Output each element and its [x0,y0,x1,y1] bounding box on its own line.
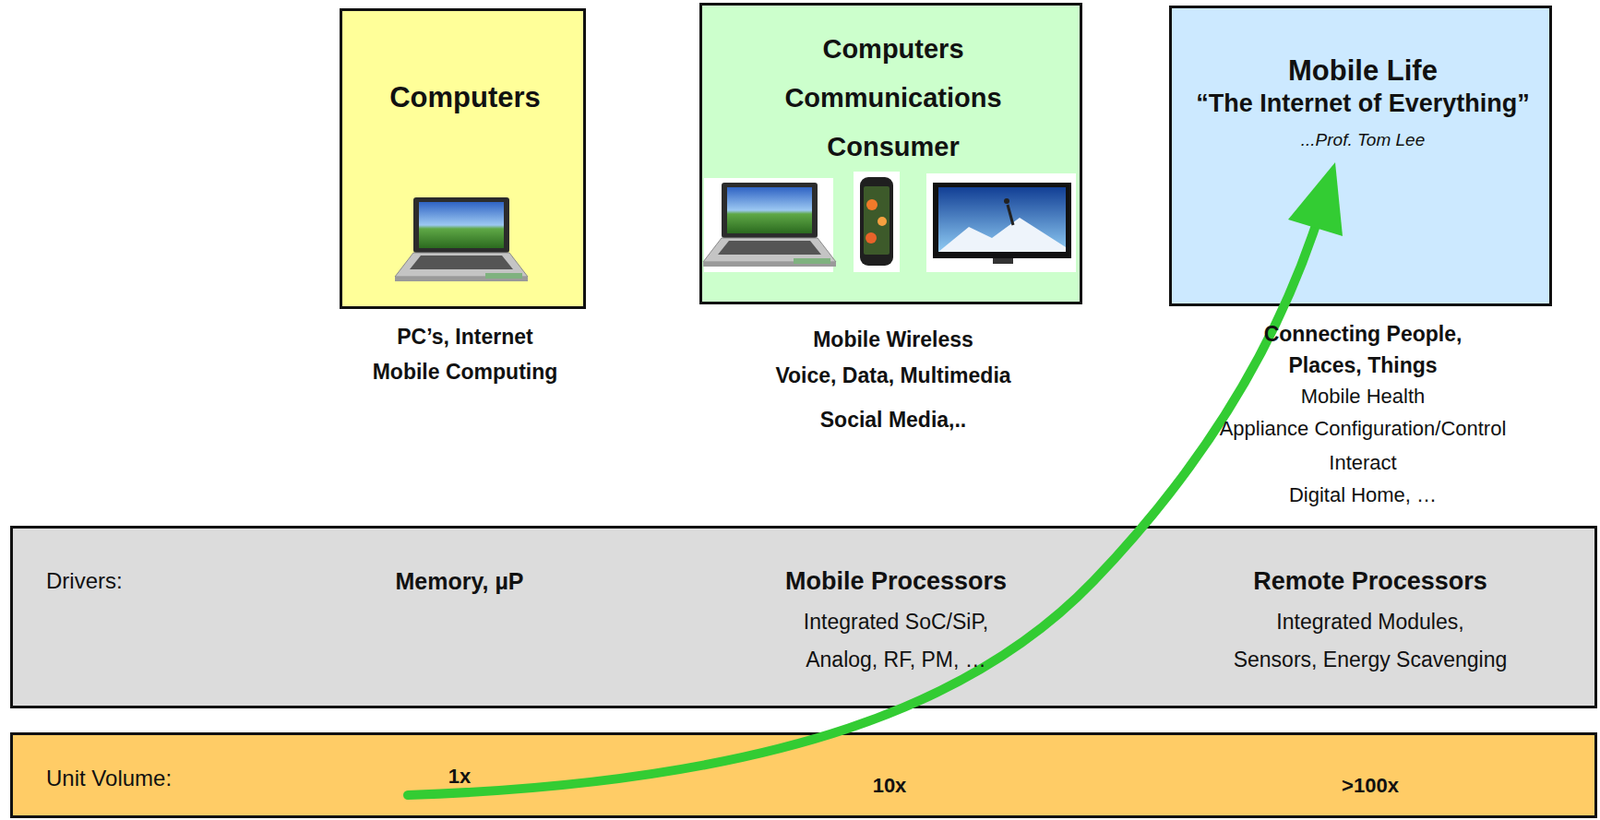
phone-icon [859,177,894,266]
volume-value: 10x [872,773,908,800]
text-slot: Connecting People, Places, Things [1264,318,1463,382]
driver-title: Remote Processors [1253,565,1488,598]
driver-title: Memory, µP [395,567,525,597]
tv-screen [938,187,1066,252]
text-slot: 10x [872,773,908,800]
text-slot: Mobile Processors [785,565,1007,598]
caption: PC’s, Internet Mobile Computing [372,319,559,390]
row-label: Unit Volume: [46,764,172,793]
photo-ground [853,171,900,273]
flower [877,216,887,227]
computers-box: ComputersPC’s, Internet Mobile Computing [339,8,586,310]
text-slot: Interact [1328,450,1397,477]
photo-ground [704,178,834,273]
text-slot: PC’s, Internet Mobile Computing [372,319,559,390]
growth-arrow-line [407,219,1318,796]
text-slot: Mobile Health [1301,383,1426,410]
box-subtitle: “The Internet of Everything” [1195,87,1530,120]
attribution: ...Prof. Tom Lee [1301,129,1425,152]
text-slot: Drivers: [46,567,123,596]
laptop-icon [394,197,528,282]
text-slot: Digital Home, … [1289,482,1437,509]
text-slot: Mobile Life [1288,52,1438,89]
drivers-band: Drivers: Memory, µP Mobile ProcessorsInteg… [10,525,1598,709]
driver-detail: Integrated Modules, Sensors, Energy Scav… [1233,603,1508,680]
text-slot: Unit Volume: [46,764,172,793]
tv-frame [932,182,1072,259]
text-slot: 1x [448,764,471,790]
caption: Mobile Wireless Voice, Data, Multimedia [775,322,1011,395]
phone-body [859,177,894,266]
text-slot: Social Media,.. [820,406,968,434]
convergence-box: Computers Communications ConsumerMobile … [699,2,1083,305]
text-slot: Mobile Wireless Voice, Data, Multimedia [775,322,1011,395]
caption-item: Digital Home, … [1289,482,1437,509]
box-title: Computers [389,79,541,116]
text-slot: Remote Processors [1253,565,1488,598]
tv-stand [992,258,1014,264]
mountain [938,217,1066,252]
tv-icon [932,182,1072,264]
growth-arrow-head [1288,162,1343,237]
driver-title: Mobile Processors [785,565,1007,598]
box-title: Mobile Life [1288,52,1438,89]
text-slot: >100x [1341,773,1399,800]
caption-item: Appliance Configuration/Control [1219,416,1507,442]
text-slot: Appliance Configuration/Control [1219,416,1507,442]
text-slot: Computers Communications Consumer [784,24,1002,172]
unit-volume-band: Unit Volume: 1x 10x >100x [10,732,1598,819]
photo-ground [926,173,1076,273]
volume-value: >100x [1341,773,1399,800]
laptop-icon [703,182,836,267]
skier [1003,198,1010,204]
mobile-life-box: Mobile Life“The Internet of Everything”.… [1169,5,1553,307]
text-slot: Integrated SoC/SiP, Analog, RF, PM, … [803,603,989,680]
skier [1007,204,1014,226]
text-slot: Computers [389,79,541,116]
flower [866,199,878,211]
growth-arrow [407,162,1343,796]
text-slot: ...Prof. Tom Lee [1301,129,1425,152]
phone-screen [863,186,890,255]
caption-item: Mobile Health [1301,383,1426,410]
text-slot: Memory, µP [395,567,525,597]
box-title: Computers Communications Consumer [784,24,1002,172]
caption: Connecting People, Places, Things [1264,318,1463,382]
caption-item: Interact [1328,450,1397,477]
text-slot: “The Internet of Everything” [1195,87,1530,120]
volume-value: 1x [448,764,471,790]
flower [865,232,877,244]
driver-detail: Integrated SoC/SiP, Analog, RF, PM, … [803,603,989,680]
caption: Social Media,.. [820,406,968,434]
row-label: Drivers: [46,567,123,596]
text-slot: Integrated Modules, Sensors, Energy Scav… [1233,603,1508,680]
